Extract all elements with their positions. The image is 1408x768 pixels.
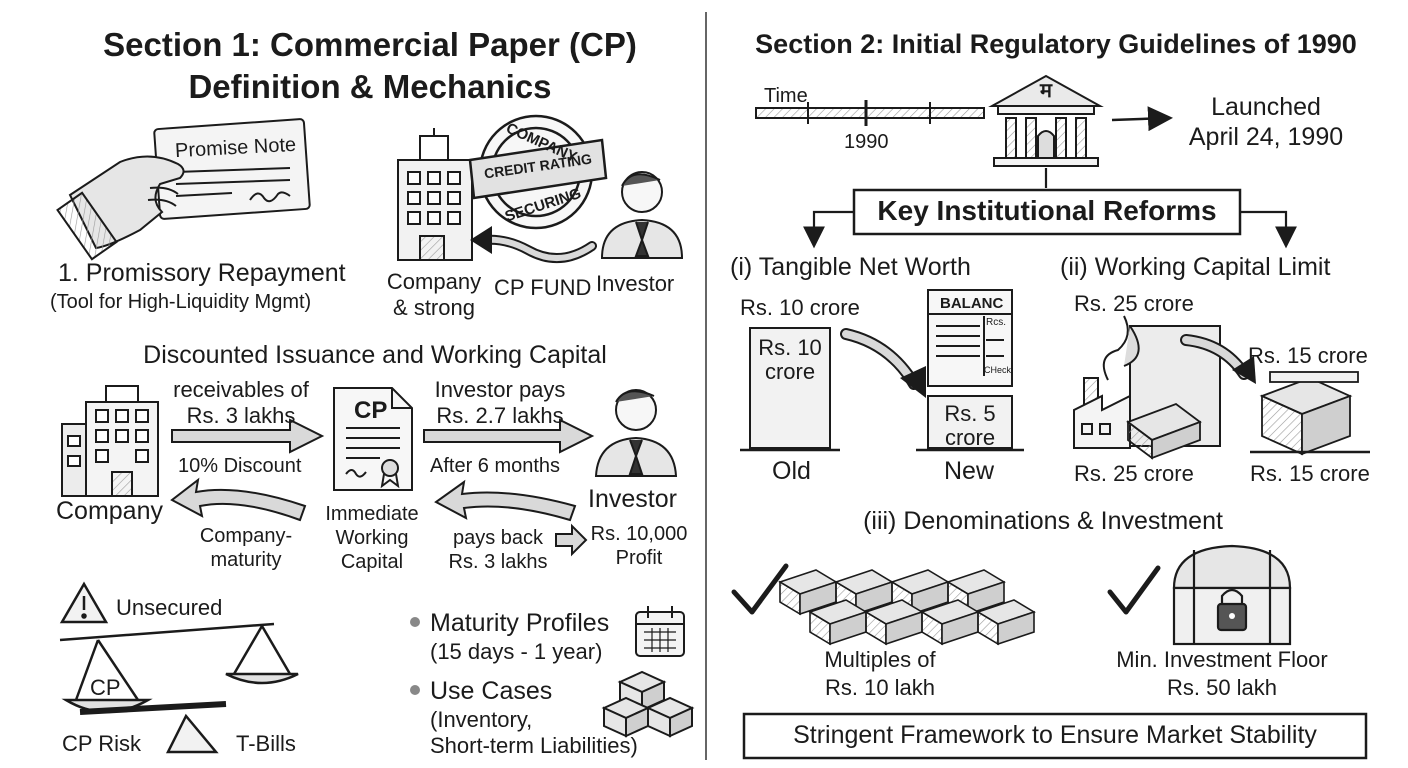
time-label: Time bbox=[764, 85, 808, 107]
warning-icon bbox=[59, 581, 109, 624]
min-investment-line1: Min. Investment Floor bbox=[1116, 647, 1328, 672]
use-cases-title: Use Cases bbox=[430, 677, 553, 705]
cp-risk-label: CP Risk bbox=[62, 731, 142, 756]
tnw-new-box-line1: Rs. 5 bbox=[944, 401, 996, 426]
company-label: Company bbox=[56, 497, 163, 525]
launch-arrow bbox=[1111, 106, 1173, 132]
receivables-line1: receivables of bbox=[173, 377, 309, 402]
immediate-line1: Immediate bbox=[325, 503, 419, 525]
tnw-new-box-line2: crore bbox=[944, 425, 996, 450]
hand-holding-note-icon bbox=[56, 118, 311, 261]
balance-sheet-header: BALANC bbox=[940, 295, 1004, 312]
tnw-old-box-line2: crore bbox=[764, 359, 816, 384]
multiples-line1: Multiples of bbox=[824, 647, 936, 672]
company-strong-line2: & strong bbox=[393, 295, 475, 320]
credit-rating-badge-icon bbox=[468, 114, 608, 230]
maturity-subtitle: (15 days - 1 year) bbox=[430, 639, 603, 664]
investor-person-icon-2 bbox=[594, 389, 678, 477]
new-label: New bbox=[944, 457, 995, 485]
cp-document-label: CP bbox=[354, 397, 388, 424]
reforms-title: Key Institutional Reforms bbox=[877, 195, 1217, 226]
balance-sheet-small: Rcs. bbox=[986, 317, 1006, 328]
immediate-line3: Capital bbox=[340, 551, 404, 573]
company-maturity-line1: Company- bbox=[199, 525, 293, 547]
footer-frame bbox=[742, 712, 1368, 760]
checkmark-icon bbox=[731, 563, 789, 615]
balance-sheet-foot: CHeck bbox=[984, 365, 1012, 375]
wcl-top: Rs. 25 crore bbox=[1074, 291, 1194, 316]
tnw-old-box-line1: Rs. 10 bbox=[758, 335, 822, 360]
section1-title-line2: Definition & Mechanics bbox=[188, 68, 552, 105]
boxes-icon bbox=[601, 670, 695, 738]
investor-label-top: Investor bbox=[596, 271, 675, 296]
bullet-dot-2 bbox=[410, 685, 420, 695]
company-strong-line1: Company bbox=[386, 269, 482, 294]
launched-line1: Launched bbox=[1211, 93, 1321, 121]
tnw-new-block bbox=[916, 395, 1024, 452]
flow-arrows bbox=[170, 418, 595, 557]
checkmark-icon-2 bbox=[1107, 565, 1161, 615]
balance-sheet-icon bbox=[927, 289, 1013, 387]
bullet-dot bbox=[410, 617, 420, 627]
company-building-icon bbox=[61, 385, 159, 497]
company-maturity-line2: maturity bbox=[210, 549, 282, 571]
min-investment-line2: Rs. 50 lakh bbox=[1166, 675, 1278, 700]
after-months-label: After 6 months bbox=[430, 455, 561, 477]
profit-line2: Profit bbox=[615, 547, 663, 569]
investor-pays-line2: Rs. 2.7 lakhs bbox=[436, 403, 564, 428]
pays-back-line1: pays back bbox=[452, 527, 544, 549]
reforms-branches bbox=[803, 168, 1297, 249]
use-cases-line2: (Inventory, bbox=[430, 707, 533, 732]
calendar-icon bbox=[635, 606, 685, 657]
receivables-line2: Rs. 3 lakhs bbox=[186, 403, 296, 428]
unsecured-label: Unsecured bbox=[116, 595, 223, 620]
pays-back-line2: Rs. 3 lakhs bbox=[448, 551, 548, 573]
investor-pays-line1: Investor pays bbox=[434, 377, 566, 402]
maturity-title: Maturity Profiles bbox=[430, 609, 610, 637]
wcl-right-top: Rs. 15 crore bbox=[1248, 343, 1368, 368]
investor-person-icon bbox=[600, 171, 684, 259]
section2-title: Section 2: Initial Regulatory Guidelines… bbox=[755, 29, 1357, 59]
bank-symbol: म bbox=[1040, 78, 1052, 102]
immediate-line2: Working bbox=[335, 527, 409, 549]
section1-title-line1: Section 1: Commercial Paper (CP) bbox=[103, 26, 637, 63]
multiples-line2: Rs. 10 lakh bbox=[824, 675, 936, 700]
timeline-icon bbox=[755, 100, 985, 126]
denominations-title: (iii) Denominations & Investment bbox=[863, 507, 1223, 535]
discounted-title: Discounted Issuance and Working Capital bbox=[143, 341, 607, 369]
year-label: 1990 bbox=[844, 131, 889, 153]
cash-stacks-denominations bbox=[778, 569, 1036, 646]
bank-icon bbox=[988, 74, 1104, 167]
use-cases-line3: Short-term Liabilities) bbox=[430, 733, 638, 758]
footer-statement: Stringent Framework to Ensure Market Sta… bbox=[793, 721, 1317, 749]
treasure-chest-icon bbox=[1172, 544, 1292, 646]
promissory-subtitle: (Tool for High-Liquidity Mgmt) bbox=[50, 291, 312, 313]
t-bills-label: T-Bills bbox=[236, 731, 296, 756]
cp-document-icon bbox=[333, 387, 413, 491]
wcl-title: (ii) Working Capital Limit bbox=[1060, 253, 1331, 281]
profit-line1: Rs. 10,000 bbox=[590, 523, 688, 545]
launched-line2: April 24, 1990 bbox=[1188, 123, 1344, 151]
balance-scale-icon bbox=[59, 622, 299, 754]
tnw-old-block bbox=[740, 327, 840, 452]
cp-fund-label: CP FUND bbox=[494, 275, 592, 300]
promissory-title: 1. Promissory Repayment bbox=[58, 259, 346, 287]
wcl-bottom-left: Rs. 25 crore bbox=[1074, 461, 1194, 486]
scale-cp-label: CP bbox=[90, 675, 121, 700]
cash-stack-icon bbox=[1126, 371, 1359, 460]
tnw-old-top: Rs. 10 crore bbox=[740, 295, 860, 320]
wcl-bottom-right: Rs. 15 crore bbox=[1250, 461, 1370, 486]
discount-label: 10% Discount bbox=[178, 455, 302, 477]
building-icon bbox=[397, 128, 473, 261]
investor-label-mid: Investor bbox=[588, 485, 677, 513]
tnw-title: (i) Tangible Net Worth bbox=[730, 253, 971, 281]
old-label: Old bbox=[772, 457, 811, 485]
